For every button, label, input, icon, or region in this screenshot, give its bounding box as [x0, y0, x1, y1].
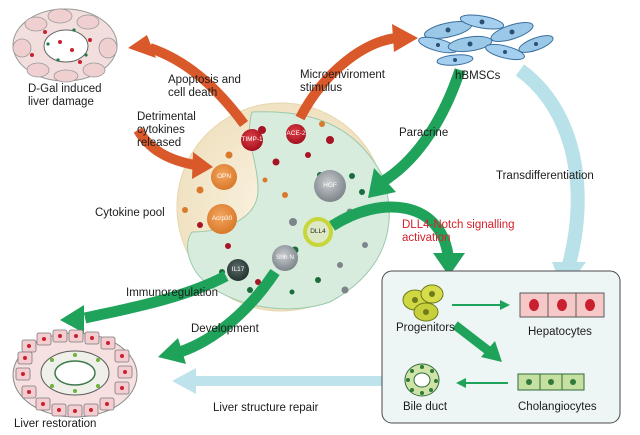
hbmscs-cells [418, 14, 554, 66]
cytokine-pool-label: Cytokine pool [95, 207, 165, 219]
progenitors-label: Progenitors [396, 322, 455, 334]
shhn-circle [272, 245, 298, 271]
dll4-label: DLL4 [310, 228, 326, 235]
development-label: Development [191, 323, 259, 335]
hgf-circle [314, 170, 346, 202]
il17-circle [227, 259, 249, 281]
differentiation-panel [381, 270, 621, 424]
hepatocytes-label: Hepatocytes [528, 326, 592, 338]
microenviroment-label: Microenviroment stimulus [300, 69, 385, 94]
detrimental-label: Detrimental cytokines released [137, 111, 196, 149]
timp1-circle [241, 129, 263, 151]
hbmscs-label: hBMSCs [455, 70, 501, 82]
paracrine-label: Paracrine [399, 127, 449, 139]
opn-circle [211, 164, 237, 190]
acrp30-label: Acrp30 [211, 215, 233, 222]
bile-duct-label: Bile duct [403, 401, 448, 413]
dll4-notch-arrow [329, 201, 465, 276]
microenviroment-arrow [295, 24, 418, 121]
shhn-label: Shh N [275, 254, 295, 261]
development-arrow [158, 268, 280, 364]
cholangiocytes-label: Cholangiocytes [518, 401, 597, 413]
apoptosis-arrow [128, 35, 249, 127]
hgf-label: HGF [323, 182, 337, 189]
dgal-label: D-Gal induced liver damage [28, 83, 102, 108]
damaged-liver-illustration [12, 8, 118, 83]
ace2-label: ACE-2 [286, 130, 306, 137]
immunoregulation-label: Immunoregulation [126, 287, 219, 299]
transdifferentiation-label: Transdifferentiation [496, 170, 594, 182]
paracrine-arrow [368, 68, 466, 198]
liver-restoration-label: Liver restoration [14, 418, 97, 430]
opn-label: OPN [216, 173, 232, 180]
dll4-circle [303, 217, 333, 247]
dll4-notch-label: DLL4-Notch signalling activation [402, 219, 515, 244]
timp1-label: TIMP-1 [241, 136, 263, 143]
acrp30-circle [207, 204, 237, 234]
ace2-circle [286, 124, 306, 144]
liver-repair-arrow [172, 368, 382, 394]
detrimental-arrow [133, 127, 213, 179]
liver-repair-label: Liver structure repair [213, 402, 319, 414]
apoptosis-label: Apoptosis and cell death [168, 74, 241, 99]
il17-label: IL17 [231, 266, 245, 273]
restored-liver-illustration [12, 329, 138, 418]
immunoregulation-arrow [60, 271, 229, 333]
